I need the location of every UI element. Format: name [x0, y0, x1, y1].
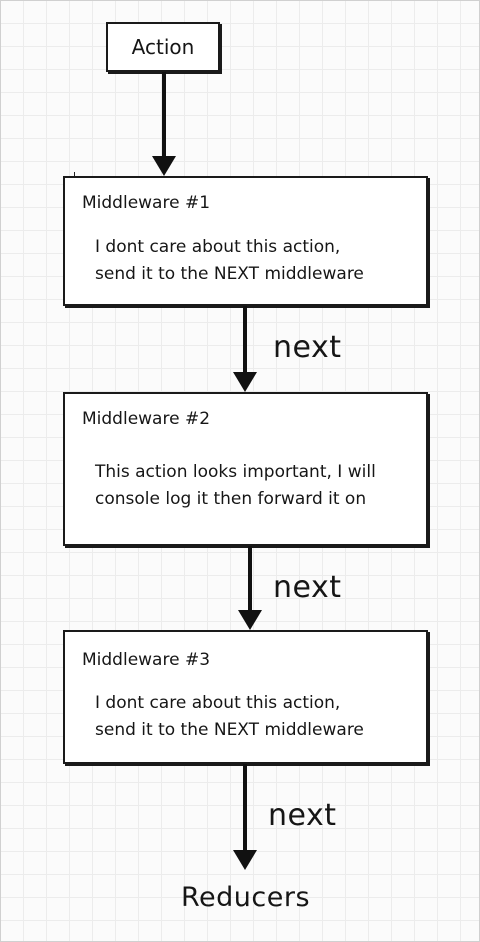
middleware-1-box: Middleware #1 I dont care about this act… — [63, 176, 428, 306]
middleware-3-line-2: send it to the NEXT middleware — [95, 720, 364, 740]
action-label: Action — [131, 35, 195, 59]
middleware-2-title: Middleware #2 — [82, 409, 211, 429]
next-label-2: next — [273, 570, 342, 605]
middleware-3-title: Middleware #3 — [82, 650, 211, 670]
arrow-middleware-2-to-3 — [238, 546, 262, 630]
middleware-1-line-1: I dont care about this action, — [95, 237, 341, 257]
reducers-label: Reducers — [181, 882, 311, 913]
arrow-action-to-middleware-1 — [152, 72, 176, 176]
next-label-1: next — [273, 330, 342, 365]
middleware-1-line-2: send it to the NEXT middleware — [95, 264, 364, 284]
middleware-1-title: Middleware #1 — [82, 193, 211, 213]
middleware-2-line-1: This action looks important, I will — [95, 462, 376, 482]
arrow-middleware-1-to-2 — [233, 306, 257, 392]
action-box: Action — [106, 22, 220, 72]
middleware-2-description: This action looks important, I will cons… — [95, 459, 376, 513]
middleware-2-line-2: console log it then forward it on — [95, 489, 367, 509]
middleware-3-description: I dont care about this action, send it t… — [95, 690, 364, 744]
arrow-middleware-3-to-reducers — [233, 764, 257, 870]
middleware-3-line-1: I dont care about this action, — [95, 693, 341, 713]
middleware-1-description: I dont care about this action, send it t… — [95, 234, 364, 288]
next-label-3: next — [268, 798, 337, 833]
middleware-2-box: Middleware #2 This action looks importan… — [63, 392, 428, 546]
middleware-3-box: Middleware #3 I dont care about this act… — [63, 630, 428, 764]
